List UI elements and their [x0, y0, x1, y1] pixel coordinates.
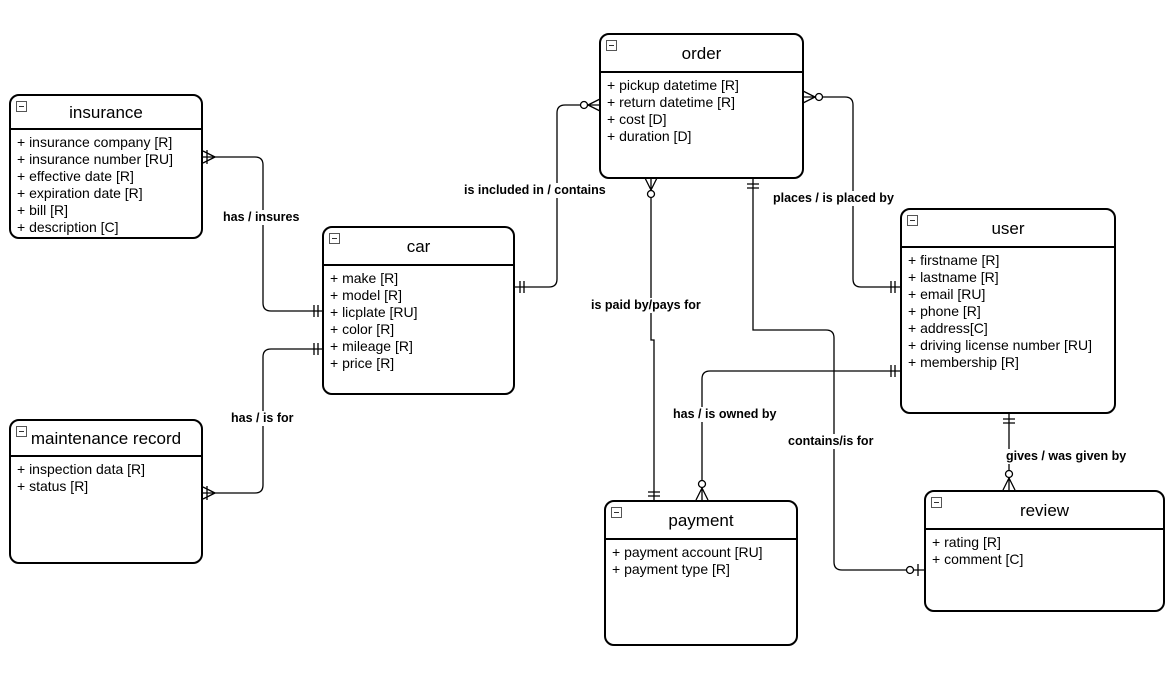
attribute: + bill [R] [17, 202, 68, 218]
marker-payment-one-a [648, 491, 660, 497]
attribute-list: + make [R] + model [R] + licplate [RU] +… [324, 266, 513, 372]
marker-circle-order-payment [646, 189, 656, 199]
entity-title: maintenance record [30, 429, 182, 448]
attribute: + email [RU] [908, 286, 986, 302]
attribute: + make [R] [330, 270, 399, 286]
attribute: + inspection data [R] [17, 461, 146, 477]
relationship-label-order-review: contains/is for [786, 434, 876, 449]
attribute: + firstname [R] [908, 252, 1000, 268]
collapse-icon[interactable] [329, 233, 340, 244]
connector-user-payment [701, 370, 900, 500]
marker-circle-order-user [814, 92, 824, 102]
entity-title: payment [668, 511, 734, 530]
marker-car-one-a [313, 305, 319, 317]
attribute: + price [R] [330, 355, 395, 371]
marker-circle-order-car [579, 100, 589, 110]
relationship-label-insurance-car: has / insures [221, 210, 302, 225]
marker-insurance-many [202, 150, 216, 164]
relationship-label-order-user: places / is placed by [771, 191, 896, 206]
attribute: + phone [R] [908, 303, 981, 319]
marker-order-many-user [802, 90, 816, 104]
attribute: + status [R] [17, 478, 89, 494]
collapse-icon[interactable] [931, 497, 942, 508]
connector-insurance-car [203, 156, 322, 312]
entity-maintenance-record[interactable]: maintenance record + inspection data [R]… [9, 419, 203, 564]
connector-order-review [752, 178, 924, 571]
attribute: + rating [R] [932, 534, 1001, 550]
attribute-list: + pickup datetime [R] + return datetime … [601, 73, 802, 145]
attribute: + return datetime [R] [607, 94, 736, 110]
marker-circle-review-user [1004, 469, 1014, 479]
relationship-label-car-order: is included in / contains [462, 183, 608, 198]
marker-circle-payment [697, 479, 707, 489]
marker-car-one-c [519, 281, 525, 293]
attribute: + address[C] [908, 320, 988, 336]
attribute: + duration [D] [607, 128, 692, 144]
connector-order-payment [650, 178, 655, 500]
marker-review-many [1002, 477, 1016, 491]
entity-header: review [926, 492, 1163, 530]
collapse-icon[interactable] [907, 215, 918, 226]
attribute: + licplate [RU] [330, 304, 418, 320]
attribute: + insurance company [R] [17, 134, 173, 150]
entity-car[interactable]: car + make [R] + model [R] + licplate [R… [322, 226, 515, 395]
entity-order[interactable]: order + pickup datetime [R] + return dat… [599, 33, 804, 179]
marker-user-one-a [890, 281, 896, 293]
attribute-list: + rating [R] + comment [C] [926, 530, 1163, 568]
relationship-label-user-payment: has / is owned by [671, 407, 779, 422]
entity-title: insurance [69, 103, 143, 122]
marker-car-one-b [313, 343, 319, 355]
relationship-label-user-review: gives / was given by [1004, 449, 1129, 464]
attribute: + model [R] [330, 287, 402, 303]
marker-maintenance-many [202, 486, 216, 500]
attribute: + expiration date [R] [17, 185, 143, 201]
entity-header: order [601, 35, 802, 73]
relationship-label-order-payment: is paid by/pays for [589, 298, 703, 313]
attribute: + cost [D] [607, 111, 667, 127]
attribute-list: + inspection data [R] + status [R] [11, 457, 201, 495]
relationship-label-maintenance-car: has / is for [229, 411, 296, 426]
attribute: + color [R] [330, 321, 395, 337]
marker-user-one-b [890, 365, 896, 377]
entity-title: user [991, 219, 1025, 238]
attribute: + membership [R] [908, 354, 1019, 370]
attribute: + comment [C] [932, 551, 1024, 567]
entity-review[interactable]: review + rating [R] + comment [C] [924, 490, 1165, 612]
attribute: + insurance number [RU] [17, 151, 174, 167]
collapse-icon[interactable] [16, 426, 27, 437]
entity-insurance[interactable]: insurance + insurance company [R] + insu… [9, 94, 203, 239]
attribute-list: + insurance company [R] + insurance numb… [11, 130, 201, 236]
attribute: + mileage [R] [330, 338, 413, 354]
entity-title: order [681, 44, 722, 63]
attribute: + driving license number [RU] [908, 337, 1093, 353]
entity-title: car [406, 237, 431, 256]
attribute: + pickup datetime [R] [607, 77, 739, 93]
entity-user[interactable]: user + firstname [R] + lastname [R] + em… [900, 208, 1116, 414]
marker-user-one-c [1003, 418, 1015, 424]
collapse-icon[interactable] [16, 101, 27, 112]
entity-payment[interactable]: payment + payment account [RU] + payment… [604, 500, 798, 646]
attribute-list: + payment account [RU] + payment type [R… [606, 540, 796, 578]
attribute: + payment type [R] [612, 561, 730, 577]
attribute: + description [C] [17, 219, 119, 235]
collapse-icon[interactable] [611, 507, 622, 518]
marker-payment-many [695, 487, 709, 501]
marker-circle-review [905, 565, 915, 575]
entity-header: user [902, 210, 1114, 248]
attribute: + effective date [R] [17, 168, 134, 184]
entity-title: review [1019, 501, 1070, 520]
attribute: + payment account [RU] [612, 544, 763, 560]
attribute-list: + firstname [R] + lastname [R] + email [… [902, 248, 1114, 371]
marker-order-one [747, 183, 759, 189]
entity-header: insurance [11, 96, 201, 130]
entity-header: payment [606, 502, 796, 540]
entity-header: car [324, 228, 513, 266]
entity-header: maintenance record [11, 421, 201, 457]
marker-order-many-payment [644, 177, 658, 191]
attribute: + lastname [R] [908, 269, 999, 285]
collapse-icon[interactable] [606, 40, 617, 51]
marker-order-many-car [587, 98, 601, 112]
